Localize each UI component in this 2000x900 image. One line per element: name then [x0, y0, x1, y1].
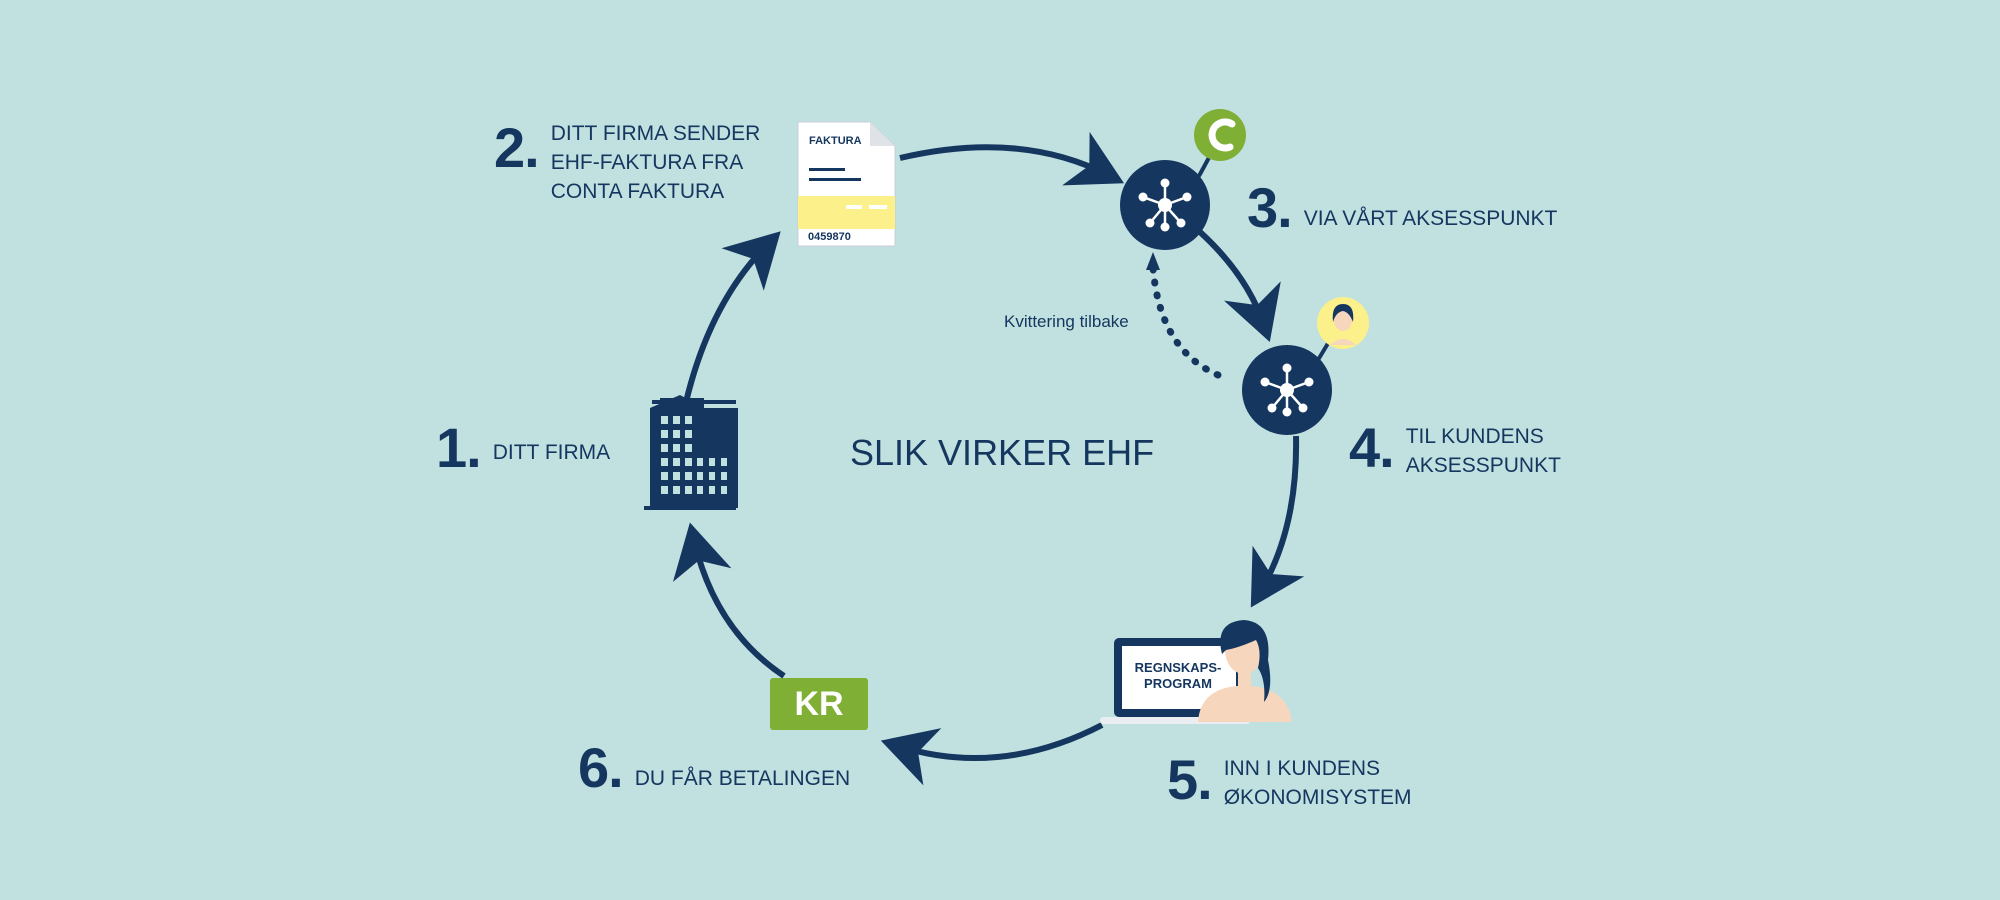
- step-3-number: 3.: [1247, 176, 1293, 239]
- person-avatar-icon: [1317, 297, 1369, 349]
- step-6: 6. DU FÅR BETALINGEN: [578, 740, 850, 796]
- laptop-screen-label: REGNSKAPS- PROGRAM: [1134, 660, 1222, 691]
- step-3: 3. VIA VÅRT AKSESSPUNKT: [1247, 180, 1557, 236]
- step-4-label: TIL KUNDENS AKSESSPUNKT: [1405, 425, 1561, 477]
- payment-kr-badge: KR: [770, 678, 868, 730]
- step-3-label: VIA VÅRT AKSESSPUNKT: [1303, 207, 1558, 230]
- step-1: 1. DITT FIRMA: [436, 420, 610, 476]
- invoice-number: 0459870: [808, 231, 851, 243]
- arrow-6-to-1: [672, 522, 786, 679]
- step-4-number: 4.: [1349, 416, 1395, 479]
- step-2-number: 2.: [494, 116, 540, 179]
- step-1-number: 1.: [436, 416, 482, 479]
- step-1-label: DITT FIRMA: [492, 441, 611, 464]
- woman-icon: [1198, 620, 1292, 722]
- arrow-feedback-head: [1146, 252, 1160, 270]
- diagram-title: SLIK VIRKER EHF: [850, 432, 1155, 473]
- arrow-4-to-5: [1250, 435, 1305, 608]
- arrow-2-to-3: [899, 131, 1125, 186]
- conta-logo-icon: [1194, 109, 1246, 161]
- step-5-label: INN I KUNDENS ØKONOMISYSTEM: [1223, 757, 1412, 809]
- step-4: 4. TIL KUNDENS AKSESSPUNKT: [1349, 420, 1561, 480]
- step-5-number: 5.: [1167, 748, 1213, 811]
- step-2-label: DITT FIRMA SENDER EHF-FAKTURA FRA CONTA …: [550, 122, 761, 203]
- step-5: 5. INN I KUNDENS ØKONOMISYSTEM: [1167, 752, 1412, 812]
- network-hub-icon-3: [1120, 160, 1210, 250]
- arrow-5-to-6: [880, 722, 1104, 786]
- feedback-label: Kvittering tilbake: [1004, 312, 1129, 331]
- arrow-1-to-2: [683, 231, 781, 403]
- step-6-number: 6.: [578, 736, 624, 799]
- building-icon: [644, 395, 738, 510]
- invoice-document-icon: [797, 121, 896, 247]
- step-2: 2. DITT FIRMA SENDER EHF-FAKTURA FRA CON…: [494, 117, 760, 206]
- arrow-feedback: [1149, 264, 1222, 379]
- invoice-title: FAKTURA: [809, 135, 862, 147]
- step-6-label: DU FÅR BETALINGEN: [634, 767, 851, 790]
- network-hub-icon-4: [1242, 345, 1332, 435]
- arrow-3-to-4: [1197, 229, 1281, 343]
